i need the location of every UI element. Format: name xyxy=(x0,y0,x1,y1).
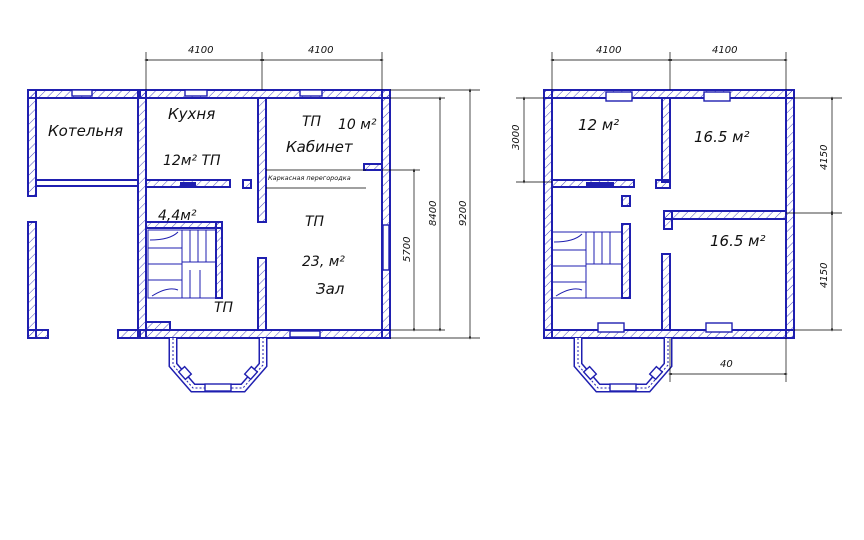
label-room-b: 16.5 м² xyxy=(694,128,750,146)
label-kitchen-area: 12м² ТП xyxy=(163,153,221,169)
label-office-area: 10 м² xyxy=(338,117,377,133)
label-kitchen: Кухня xyxy=(168,105,215,123)
dim-top-right: 4100 xyxy=(712,45,737,56)
door-mark xyxy=(586,182,614,186)
wall-top xyxy=(137,89,391,99)
staircase xyxy=(551,231,623,299)
wall-stub-right xyxy=(363,163,383,171)
wall-terrace-bottom xyxy=(27,329,49,339)
dimensions-right: 4150 4150 xyxy=(786,96,842,332)
wall-top xyxy=(543,89,795,99)
label-office: Кабинет xyxy=(286,138,354,156)
wall-interior-vertical xyxy=(257,97,267,223)
kitchen-door-mark xyxy=(180,182,196,186)
wall-stair-right xyxy=(621,223,631,299)
wall-left xyxy=(137,89,147,339)
wall-left xyxy=(543,89,553,339)
label-office-tp: ТП xyxy=(302,114,322,130)
wall-terrace-stub xyxy=(117,329,141,339)
window xyxy=(703,91,731,102)
window xyxy=(71,89,93,97)
window xyxy=(597,322,625,333)
dimensions-top: 4100 4100 xyxy=(144,45,384,90)
wall-interior-vertical-lower xyxy=(257,257,267,331)
label-boiler: Котельня xyxy=(48,122,123,140)
label-hall-area: 23, м² xyxy=(302,254,345,270)
window xyxy=(289,330,321,338)
wall-interior-vertical xyxy=(661,97,671,183)
dim-top-right: 4100 xyxy=(308,45,333,56)
wall-bottom xyxy=(543,329,795,339)
dim-right-outer: 9200 xyxy=(458,201,469,226)
dim-bottom: 40 xyxy=(720,359,733,370)
dim-right-bottom: 4150 xyxy=(819,263,830,288)
label-hall: Зал xyxy=(316,280,345,298)
wall-right xyxy=(381,89,391,339)
wall-bottom xyxy=(137,329,391,339)
staircase xyxy=(147,229,217,299)
dim-right-mid: 8400 xyxy=(428,201,439,226)
label-hall-tp: ТП xyxy=(305,214,325,230)
window xyxy=(705,322,733,333)
wall-interior-vertical-lower xyxy=(661,253,671,331)
window xyxy=(184,89,208,97)
dim-right-inner: 5700 xyxy=(402,237,413,262)
label-partition-note: Каркасная перегородка xyxy=(268,174,351,182)
wall-stair-bottom xyxy=(145,321,171,331)
wall-right xyxy=(785,89,795,339)
dim-right-top: 4150 xyxy=(819,145,830,170)
dim-top-left: 4100 xyxy=(188,45,213,56)
dim-top-left: 4100 xyxy=(596,45,621,56)
dimensions-top: 4100 4100 xyxy=(550,45,788,90)
wall-column xyxy=(242,179,252,189)
window xyxy=(382,224,390,271)
window xyxy=(299,89,323,97)
wall-bedrooms-divider xyxy=(663,210,787,220)
dim-left: 3000 xyxy=(511,125,522,150)
plan-first-floor: Котельня Кухня 12м² ТП 4,4м² ТП 10 м² Ка… xyxy=(27,45,480,393)
label-small-area: 4,4м² xyxy=(158,208,197,224)
wall-stub-2 xyxy=(663,210,673,230)
dimensions-bottom: 40 xyxy=(668,338,788,382)
label-stair-tp: ТП xyxy=(214,300,234,316)
label-room-a: 12 м² xyxy=(578,116,619,134)
wall-boiler-left xyxy=(27,89,37,197)
bay-window xyxy=(573,338,673,393)
wall-stair-right xyxy=(215,221,223,299)
label-room-c: 16.5 м² xyxy=(710,232,766,250)
bay-window xyxy=(168,338,268,393)
dimensions-right: 5700 8400 9200 xyxy=(382,88,480,340)
wall-column xyxy=(621,195,631,207)
window xyxy=(605,91,633,102)
wall-stub xyxy=(655,179,671,189)
plan-second-floor: 12 м² 16.5 м² 16.5 м² 4100 4100 3000 xyxy=(511,45,842,393)
wall-terrace-left xyxy=(27,221,37,339)
dimensions-left: 3000 xyxy=(511,96,552,184)
